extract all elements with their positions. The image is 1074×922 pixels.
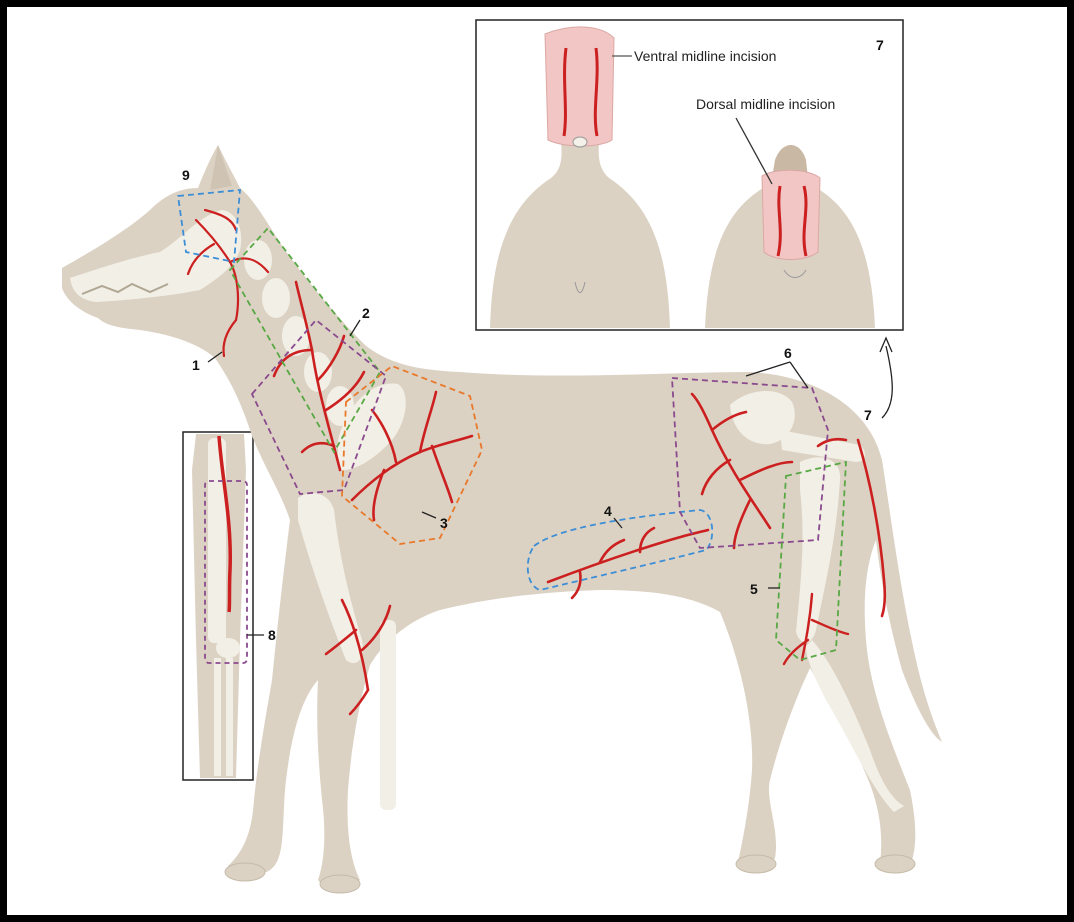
metacarpal-bone: [226, 658, 233, 776]
perineal-inset: Ventral midline incision Dorsal midline …: [476, 20, 903, 330]
forelimb-bone-far: [380, 620, 396, 810]
paw: [875, 855, 915, 873]
ventral-vessel-right: [595, 48, 597, 136]
paw: [320, 875, 360, 893]
label-8: 8: [268, 627, 276, 643]
label-4: 4: [604, 503, 612, 519]
metacarpal-bone: [214, 658, 221, 776]
paw: [736, 855, 776, 873]
dorsal-vessel-left: [778, 186, 780, 256]
dorsal-incision-label: Dorsal midline incision: [696, 96, 835, 112]
paw: [225, 863, 265, 881]
label-7-inset: 7: [876, 37, 884, 53]
ventral-incision-flap: [545, 27, 614, 146]
ventral-incision-label: Ventral midline incision: [634, 48, 776, 64]
label-7-body: 7: [864, 407, 872, 423]
ventral-vulva: [573, 137, 587, 147]
forelimb-inset: 8: [183, 432, 276, 780]
label-2: 2: [362, 305, 370, 321]
label-5: 5: [750, 581, 758, 597]
label-9: 9: [182, 167, 190, 183]
label-6: 6: [784, 345, 792, 361]
dorsal-vessel-right: [804, 186, 806, 256]
label-3: 3: [440, 515, 448, 531]
carpus-bone: [216, 638, 240, 658]
label-1: 1: [192, 357, 200, 373]
ventral-vessel-left: [564, 48, 566, 136]
dorsal-incision-flap: [762, 170, 820, 259]
